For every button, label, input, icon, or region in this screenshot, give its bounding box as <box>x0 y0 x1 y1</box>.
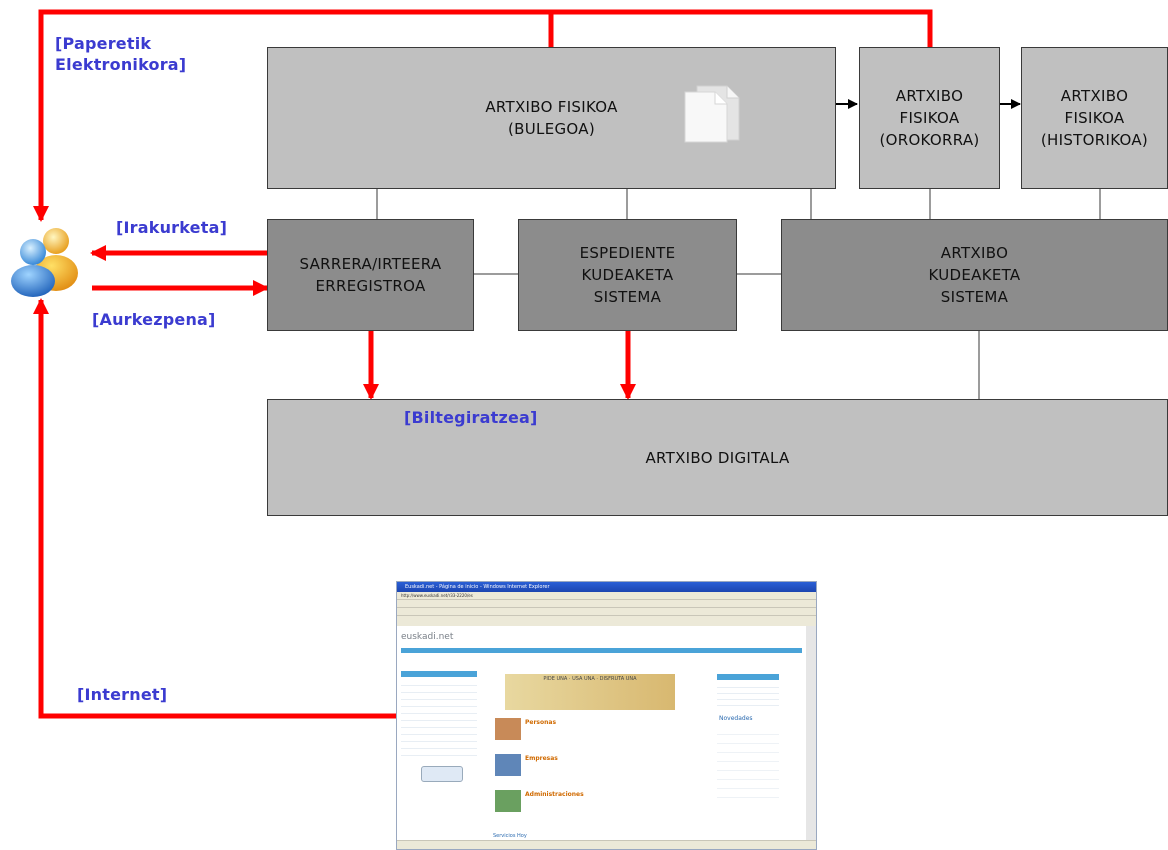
box-artxibo-kudeaketa-sistema: ARTXIBO KUDEAKETA SISTEMA <box>781 219 1168 331</box>
arrow-internet <box>33 298 396 719</box>
browser-page: euskadi.net PIDE UNA · USA UNA · DISFRUT… <box>397 626 806 841</box>
site-sidebar-logo <box>421 766 463 782</box>
site-name: euskadi.net <box>401 632 454 642</box>
browser-statusbar <box>397 840 816 849</box>
box-line: (OROKORRA) <box>879 131 980 149</box>
browser-menubar <box>397 600 816 608</box>
site-photo <box>495 790 521 812</box>
box-line: ARTXIBO <box>940 244 1009 262</box>
label-line: [Paperetik <box>55 34 152 53</box>
label-internet: [Internet] <box>77 685 168 704</box>
document-icon <box>684 85 740 143</box>
label-irakurketa: [Irakurketa] <box>116 218 228 237</box>
label-aurkezpena: [Aurkezpena] <box>92 310 216 329</box>
box-line: ARTXIBO DIGITALA <box>645 448 790 467</box>
box-artxibo-digitala: ARTXIBO DIGITALA <box>267 399 1168 516</box>
box-line: KUDEAKETA <box>581 266 674 284</box>
box-sarrera-irteera-erregistroa: SARRERA/IRTEERA ERREGISTROA <box>267 219 474 331</box>
box-artxibo-fisikoa-orokorra: ARTXIBO FISIKOA (OROKORRA) <box>859 47 1000 189</box>
box-line: KUDEAKETA <box>928 266 1021 284</box>
box-line: FISIKOA <box>1064 109 1125 127</box>
label-paperetik-elektronikora: [Paperetik Elektronikora] <box>55 33 186 75</box>
browser-screenshot: Euskadi.net - Página de inicio - Windows… <box>396 581 817 850</box>
browser-title: Euskadi.net - Página de inicio - Windows… <box>397 582 816 592</box>
section-empresas: Empresas <box>525 755 558 762</box>
site-sidebar-header <box>401 671 477 677</box>
box-artxibo-fisikoa-bulegoa: ARTXIBO FISIKOA (BULEGOA) <box>267 47 836 189</box>
box-espediente-kudeaketa-sistema: ESPEDIENTE KUDEAKETA SISTEMA <box>518 219 737 331</box>
users-icon <box>11 228 78 297</box>
site-banner: PIDE UNA · USA UNA · DISFRUTA UNA <box>505 674 675 710</box>
site-photo <box>495 718 521 740</box>
arrow-paperetik-elektronikora <box>33 9 551 222</box>
box-line: SARRERA/IRTEERA <box>299 255 442 273</box>
box-line: (HISTORIKOA) <box>1040 131 1149 149</box>
box-artxibo-fisikoa-historikoa: ARTXIBO FISIKOA (HISTORIKOA) <box>1021 47 1168 189</box>
box-line: (BULEGOA) <box>508 120 595 138</box>
box-line: SISTEMA <box>940 288 1009 306</box>
label-biltegiratzea: [Biltegiratzea] <box>404 408 538 427</box>
site-right-header <box>717 674 779 680</box>
browser-scrollbar <box>806 626 816 841</box>
site-photo <box>495 754 521 776</box>
box-line: ERREGISTROA <box>315 277 426 295</box>
site-servicios: Servicios Hoy <box>493 833 527 839</box>
site-news-list <box>717 726 779 806</box>
browser-address: http://www.euskadi.net/r33-2220/es <box>397 592 816 600</box>
section-administraciones: Administraciones <box>525 791 584 798</box>
arrow-top-loop <box>548 9 933 47</box>
box-line: FISIKOA <box>899 109 960 127</box>
site-right-list <box>717 682 779 708</box>
box-line: ARTXIBO FISIKOA <box>485 98 618 116</box>
browser-toolbar <box>397 608 816 616</box>
box-line: ESPEDIENTE <box>579 244 676 262</box>
site-sidebar <box>401 679 477 759</box>
box-line: SISTEMA <box>593 288 662 306</box>
section-personas: Personas <box>525 719 557 726</box>
box-line: ARTXIBO <box>895 87 964 105</box>
box-line: ARTXIBO <box>1060 87 1129 105</box>
label-line: Elektronikora] <box>55 55 187 74</box>
site-novedades: Novedades <box>719 715 753 722</box>
site-nav-bar <box>401 648 802 653</box>
